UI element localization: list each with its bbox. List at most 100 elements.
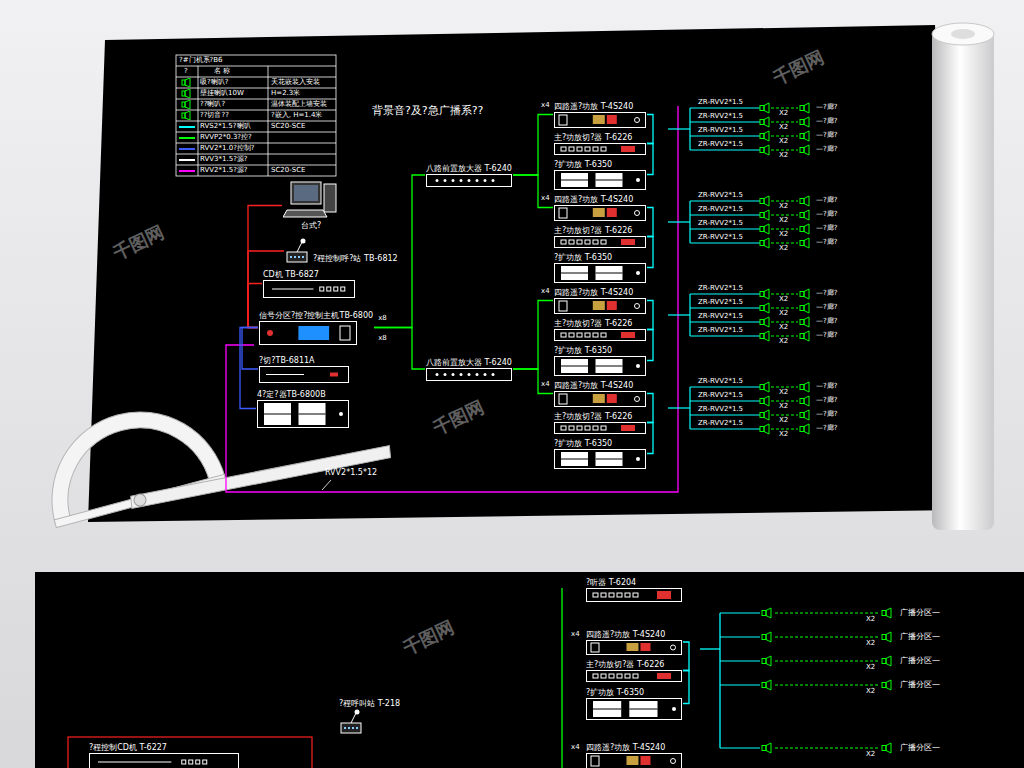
cd-player: ?程控制CD机 T-6227 — [88, 741, 240, 768]
device-label: 4?定?器TB-6800B — [257, 389, 326, 400]
device-panel — [257, 400, 349, 428]
speaker-symbol — [800, 103, 809, 113]
watermark: 千图网 — [430, 397, 487, 438]
device-panel — [554, 298, 646, 314]
panel-detail — [189, 760, 193, 764]
device-label: ?扩功放 T-6350 — [554, 159, 612, 170]
speaker-link — [771, 307, 798, 308]
speaker-body — [800, 134, 804, 139]
speaker-body — [760, 106, 764, 111]
device-panel — [259, 321, 357, 345]
cable-spec: ZR-RVV2*1.5 — [698, 140, 743, 149]
cable-spec: ZR-RVV2*1.5 — [698, 298, 743, 307]
speaker-body — [800, 106, 804, 111]
speaker-cable — [690, 307, 760, 308]
panel-detail — [640, 756, 650, 765]
panel-detail — [260, 322, 356, 344]
panel-detail — [596, 180, 623, 181]
panel-detail — [585, 426, 590, 430]
screen — [294, 185, 318, 201]
speaker-cable — [690, 121, 760, 122]
protractor-arm — [129, 428, 393, 526]
zone-label: —?廊? — [816, 289, 837, 298]
mic-head — [301, 239, 306, 244]
speaker-cone — [764, 103, 769, 113]
speaker-count: X2 — [779, 337, 788, 346]
speaker-link — [775, 660, 880, 661]
zone-label: —?廊? — [816, 317, 837, 326]
cable-spec: ZR-RVV2*1.5 — [698, 312, 743, 321]
device-panel — [426, 368, 512, 381]
speaker-link — [771, 242, 798, 243]
zone-label: —?廊? — [816, 131, 837, 140]
panel-detail — [476, 373, 479, 376]
panel-detail — [607, 115, 617, 124]
speaker-link — [771, 214, 798, 215]
panel-detail — [468, 373, 471, 376]
speaker-feeder — [668, 221, 690, 222]
remote-amplifier: 四路遥?功放 T-4S240 — [553, 100, 647, 129]
legend-text: 壁挂喇叭10W — [200, 88, 244, 99]
table-cell: SC20-SCE — [271, 122, 306, 131]
speaker-bus — [719, 613, 720, 748]
speaker-cone — [766, 656, 771, 666]
legend-text: RVV2*1.5?源? — [200, 165, 248, 176]
panel-detail — [657, 591, 671, 599]
panel-detail — [561, 333, 566, 337]
speaker-symbol — [179, 111, 195, 120]
panel-detail — [596, 459, 623, 460]
speaker-body — [800, 199, 804, 204]
speaker-symbol — [800, 238, 809, 248]
cable-spec: ZR-RVV2*1.5 — [698, 219, 743, 228]
panel-detail — [629, 701, 657, 717]
key — [352, 727, 354, 729]
panel-detail — [330, 373, 338, 377]
cable-spec: ZR-RVV2*1.5 — [698, 112, 743, 121]
cable-spec: ZR-RVV2*1.5 — [698, 126, 743, 135]
quantity-mark: x4 — [541, 101, 550, 110]
cable-spec: ZR-RVV2*1.5 — [698, 98, 743, 107]
table-rule — [176, 88, 336, 89]
table-cell: SC20-SCE — [271, 166, 306, 175]
amplifier-switcher: ?听器 T-6204 — [585, 576, 683, 603]
speaker-symbol — [800, 131, 809, 141]
speaker-cone — [804, 224, 809, 234]
speaker-count: X2 — [779, 309, 788, 318]
speaker-cone — [185, 111, 190, 120]
panel-detail — [561, 459, 588, 460]
speaker-symbol — [760, 396, 769, 406]
panel-detail — [555, 144, 645, 154]
panel-detail — [436, 179, 439, 182]
power-amplifier: ?扩功放 T-6350 — [553, 251, 647, 284]
panel-detail — [460, 179, 463, 182]
device-label: 主?功放切?器 T-6226 — [554, 318, 632, 329]
leader-line — [322, 480, 331, 490]
speaker-link — [775, 747, 880, 748]
speaker-count: X2 — [779, 216, 788, 225]
paging-station: ?程控制呼?站 TB-6812 — [284, 237, 399, 265]
panel-detail — [621, 332, 635, 338]
panel-detail — [264, 403, 291, 425]
microphone-icon — [285, 238, 311, 264]
panel-detail — [203, 760, 207, 764]
speaker-cable — [690, 107, 760, 108]
speaker-cable — [690, 200, 760, 201]
speaker-symbol — [760, 382, 769, 392]
signal-wire — [647, 330, 653, 361]
speaker-body — [882, 659, 886, 664]
speaker-cable — [690, 386, 760, 387]
signal-wire — [374, 175, 425, 328]
zone-label: —?廊? — [816, 117, 837, 126]
panel-detail — [593, 394, 605, 403]
device-label: ?听器 T-6204 — [586, 577, 636, 588]
mic-stem — [297, 242, 302, 252]
speaker-link — [771, 293, 798, 294]
speaker-body — [760, 148, 764, 153]
key — [344, 727, 346, 729]
panel-detail — [559, 394, 567, 404]
speaker-count: X2 — [779, 123, 788, 132]
legend-text: 吸?喇叭? — [200, 77, 228, 88]
panel-detail — [596, 452, 623, 466]
cable-spec: ZR-RVV2*1.5 — [698, 326, 743, 335]
power-amplifier: ?扩功放 T-6350 — [553, 158, 647, 191]
